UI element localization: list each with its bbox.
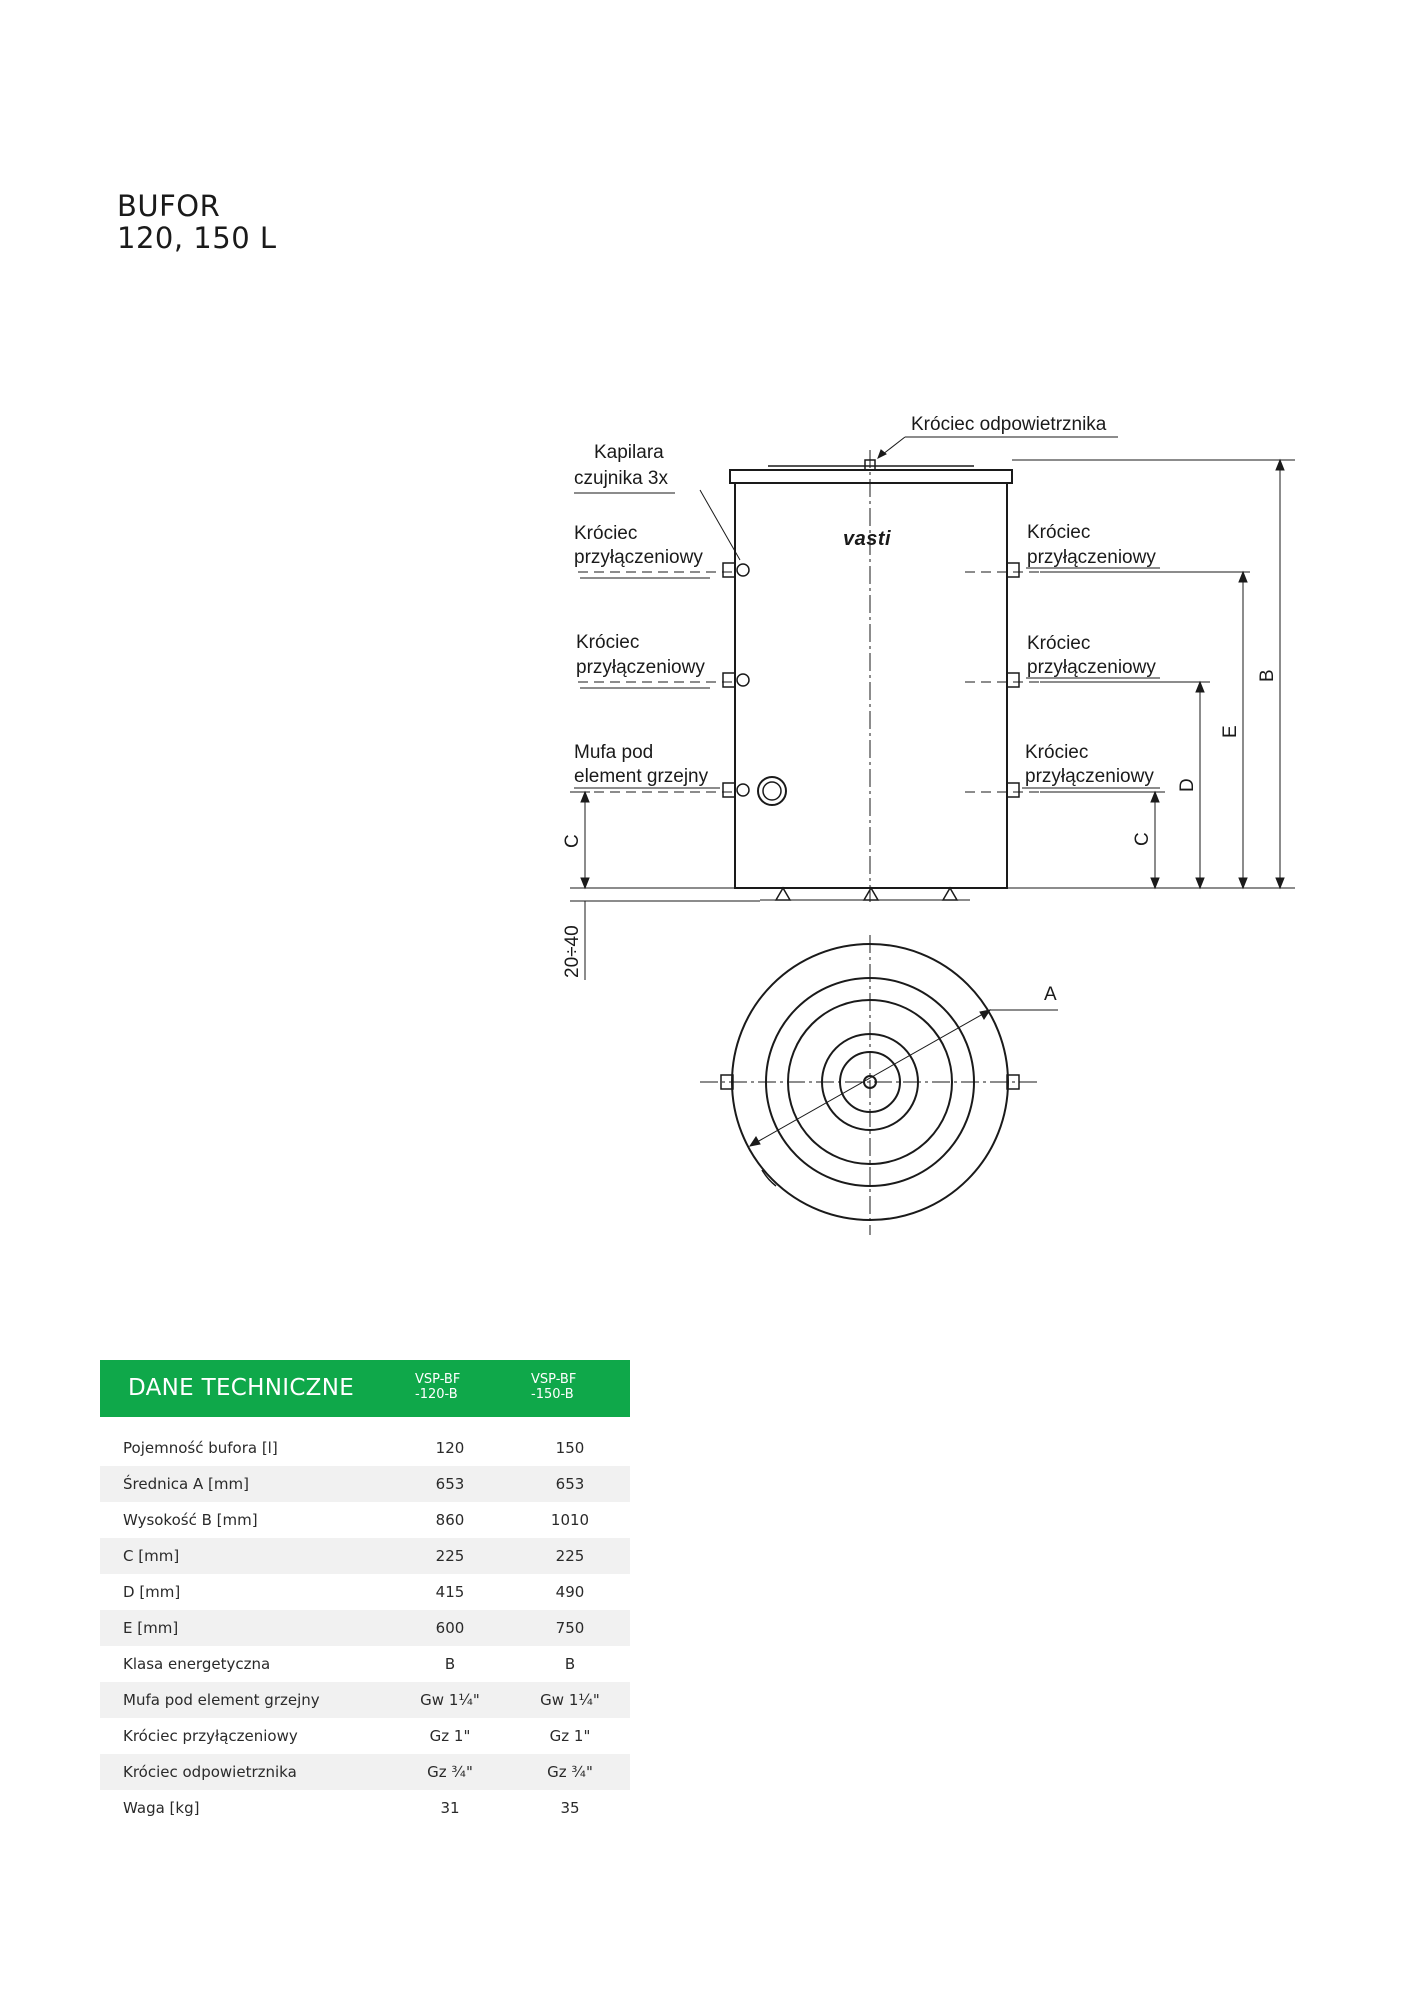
label-conn-left-mid-1: Króciec xyxy=(576,632,639,653)
right-nozzle-bot xyxy=(1006,782,1020,798)
col-header-120-line1: VSP-BF xyxy=(415,1372,461,1387)
table-row: Klasa energetyczna B B xyxy=(100,1646,630,1682)
row-value-150: 225 xyxy=(555,1547,585,1565)
left-nozzle-top xyxy=(722,562,736,578)
row-label: Wysokość B [mm] xyxy=(123,1511,258,1529)
table-row: Wysokość B [mm] 860 1010 xyxy=(100,1502,630,1538)
row-value-120: 120 xyxy=(435,1439,465,1457)
dim-label-c-right: C xyxy=(1132,832,1153,846)
table-row: Króciec przyłączeniowy Gz 1" Gz 1" xyxy=(100,1718,630,1754)
row-value-120: 600 xyxy=(435,1619,465,1637)
row-label: C [mm] xyxy=(123,1547,180,1565)
dim-label-feet: 20÷40 xyxy=(562,925,583,978)
topview-outer xyxy=(731,943,1009,1221)
row-value-150: B xyxy=(564,1655,576,1673)
row-value-150: Gw 1¼" xyxy=(540,1691,600,1709)
row-value-120: 415 xyxy=(435,1583,465,1601)
table-row: D [mm] 415 490 xyxy=(100,1574,630,1610)
brand-logo: vasti xyxy=(843,528,891,550)
col-header-120: VSP-BF -120-B xyxy=(415,1372,505,1402)
foot-center xyxy=(862,886,880,901)
page-title: BUFOR 120, 150 L xyxy=(117,190,277,254)
label-vent: Króciec odpowietrznika xyxy=(911,414,1107,435)
row-value-150: 653 xyxy=(555,1475,585,1493)
foot-right xyxy=(941,886,959,901)
table-row: Mufa pod element grzejny Gw 1¼" Gw 1¼" xyxy=(100,1682,630,1718)
row-value-150: Gz ¾" xyxy=(547,1763,593,1781)
table-row: E [mm] 600 750 xyxy=(100,1610,630,1646)
col-header-120-line2: -120-B xyxy=(415,1387,458,1402)
row-label: Średnica A [mm] xyxy=(123,1475,249,1493)
table-body: Pojemność bufora [l] 120 150 Średnica A … xyxy=(100,1430,630,1826)
row-value-120: 225 xyxy=(435,1547,465,1565)
label-conn-right-bot-2: przyłączeniowy xyxy=(1025,766,1154,787)
heater-socket xyxy=(757,776,787,806)
label-conn-left-top-2: przyłączeniowy xyxy=(574,547,703,568)
label-capillary-1: Kapilara xyxy=(594,442,664,463)
col-header-150: VSP-BF -150-B xyxy=(531,1372,621,1402)
row-label: Waga [kg] xyxy=(123,1799,200,1817)
label-heater-2: element grzejny xyxy=(574,766,709,787)
label-conn-right-mid-1: Króciec xyxy=(1027,633,1090,654)
table-row: Króciec odpowietrznika Gz ¾" Gz ¾" xyxy=(100,1754,630,1790)
left-nozzle-mid xyxy=(722,672,736,688)
technical-drawing: vasti Króciec odpowietrznika Kapilara cz… xyxy=(562,414,1295,1235)
label-conn-left-mid-2: przyłączeniowy xyxy=(576,657,705,678)
table-header: DANE TECHNICZNE VSP-BF -120-B VSP-BF -15… xyxy=(100,1360,630,1417)
col-header-150-line2: -150-B xyxy=(531,1387,574,1402)
label-capillary-2: czujnika 3x xyxy=(574,468,668,489)
tech-data-table: DANE TECHNICZNE VSP-BF -120-B VSP-BF -15… xyxy=(100,1360,630,1826)
row-value-120: B xyxy=(444,1655,456,1673)
table-row: Pojemność bufora [l] 120 150 xyxy=(100,1430,630,1466)
dim-label-d: D xyxy=(1177,778,1198,792)
row-value-120: 653 xyxy=(435,1475,465,1493)
dim-label-b: B xyxy=(1257,669,1278,682)
row-label: Króciec przyłączeniowy xyxy=(123,1727,298,1745)
title-line-1: BUFOR xyxy=(117,189,221,223)
row-value-120: Gz 1" xyxy=(429,1727,471,1745)
table-row: C [mm] 225 225 xyxy=(100,1538,630,1574)
row-value-120: Gz ¾" xyxy=(427,1763,473,1781)
row-label: Króciec odpowietrznika xyxy=(123,1763,297,1781)
row-value-150: 1010 xyxy=(550,1511,590,1529)
dim-label-c-left: C xyxy=(562,834,583,848)
table-row: Średnica A [mm] 653 653 xyxy=(100,1466,630,1502)
row-value-150: Gz 1" xyxy=(549,1727,591,1745)
table-row: Waga [kg] 31 35 xyxy=(100,1790,630,1826)
row-label: Pojemność bufora [l] xyxy=(123,1439,278,1457)
row-value-150: 35 xyxy=(560,1799,580,1817)
row-label: E [mm] xyxy=(123,1619,179,1637)
label-conn-right-bot-1: Króciec xyxy=(1025,742,1088,763)
title-line-2: 120, 150 L xyxy=(117,221,277,255)
row-label: Klasa energetyczna xyxy=(123,1655,271,1673)
tank-lid xyxy=(729,469,1013,484)
label-heater-1: Mufa pod xyxy=(574,742,653,763)
dim-label-e: E xyxy=(1220,725,1241,738)
right-nozzle-mid xyxy=(1006,672,1020,688)
row-value-150: 750 xyxy=(555,1619,585,1637)
left-nozzle-bot xyxy=(722,782,736,798)
row-label: Mufa pod element grzejny xyxy=(123,1691,320,1709)
label-conn-left-top-1: Króciec xyxy=(574,523,637,544)
foot-left xyxy=(774,886,792,901)
row-label: D [mm] xyxy=(123,1583,181,1601)
col-header-150-line1: VSP-BF xyxy=(531,1372,577,1387)
row-value-120: 31 xyxy=(440,1799,460,1817)
row-value-150: 490 xyxy=(555,1583,585,1601)
row-value-120: 860 xyxy=(435,1511,465,1529)
label-conn-right-top-2: przyłączeniowy xyxy=(1027,547,1156,568)
label-conn-right-mid-2: przyłączeniowy xyxy=(1027,657,1156,678)
table-title: DANE TECHNICZNE xyxy=(128,1375,355,1401)
row-value-150: 150 xyxy=(555,1439,585,1457)
dim-label-a: A xyxy=(1044,984,1057,1005)
row-value-120: Gw 1¼" xyxy=(420,1691,480,1709)
right-nozzle-top xyxy=(1006,562,1020,578)
label-conn-right-top-1: Króciec xyxy=(1027,522,1090,543)
